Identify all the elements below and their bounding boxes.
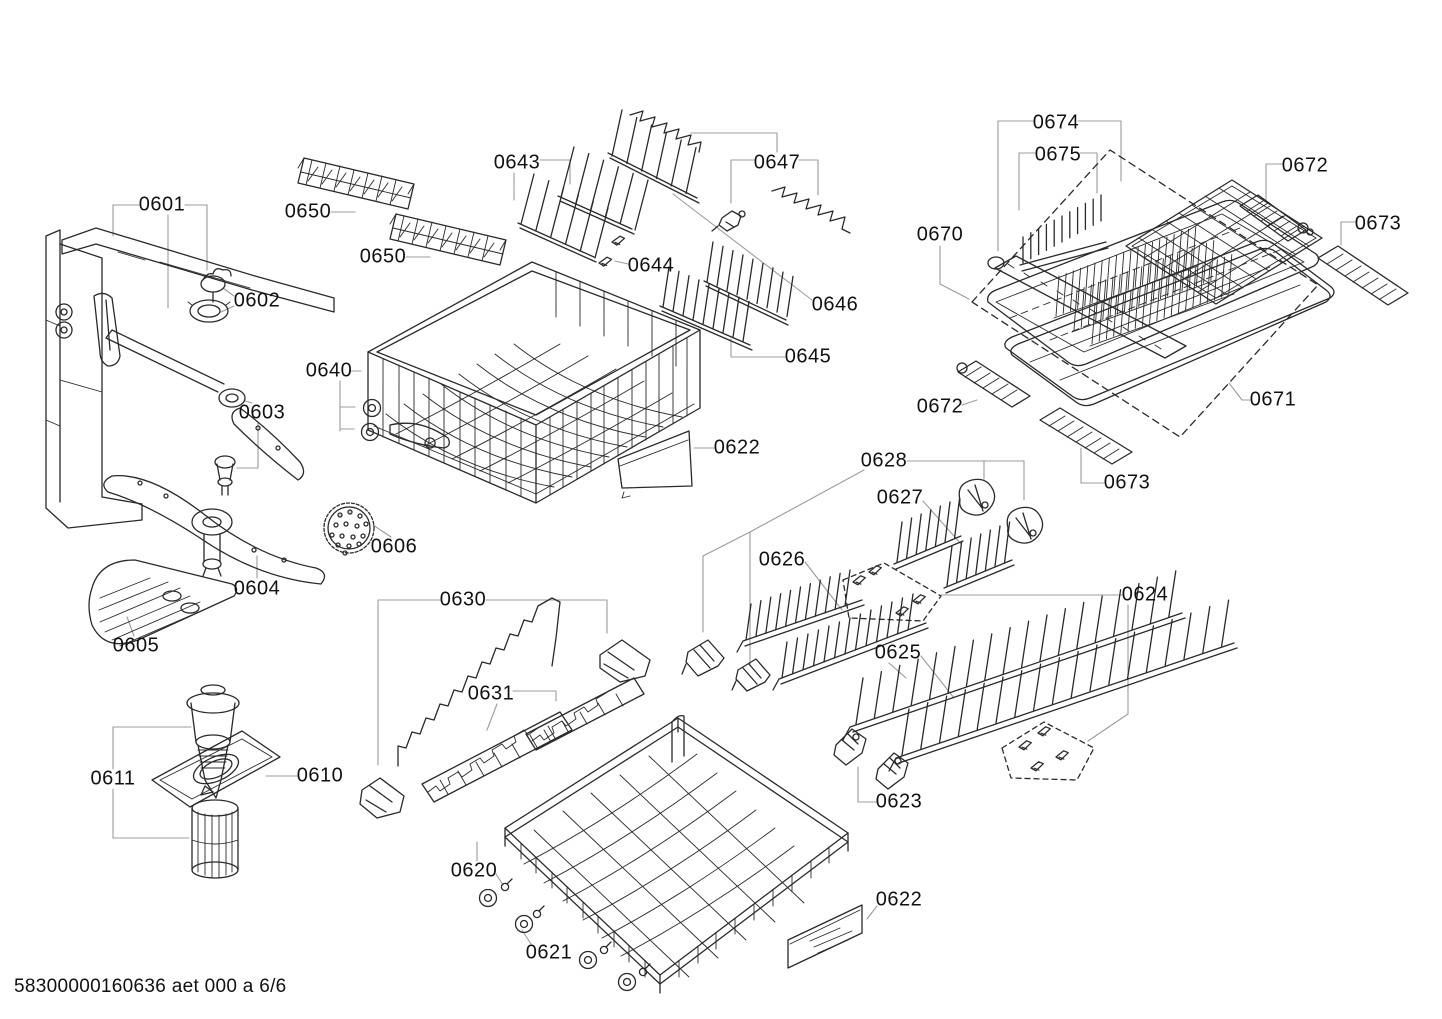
part-label-0670: 0670 [916,223,964,246]
part-0645-tine-rows [659,241,794,351]
part-label-0601: 0601 [138,193,186,216]
part-0622-trim-panel-lower [787,904,863,969]
part-0672-rail-top [1239,194,1314,242]
part-label-0645: 0645 [784,345,832,368]
part-0622-trim-panel-upper [617,430,693,499]
part-label-0626: 0626 [758,548,806,571]
part-0640-upper-basket [360,261,701,504]
part-tray-platform [987,199,1320,367]
part-0628-latch-set [681,478,1044,692]
leader-lines [112,120,1356,945]
part-label-0628: 0628 [860,449,908,472]
part-0671-wire-frame [1004,239,1335,407]
part-0626-tine-rows [736,569,929,691]
part-0650-shelf-a [297,157,415,210]
part-label-0643: 0643 [493,151,541,174]
part-label-0606: 0606 [370,535,418,558]
part-0673-rail-mid [1039,407,1133,465]
part-label-0672-mid: 0672 [916,395,964,418]
part-label-0622-upper: 0622 [713,436,761,459]
part-label-0671: 0671 [1249,388,1297,411]
part-label-0623: 0623 [875,790,923,813]
part-0675-comb-strip [1019,194,1109,272]
part-label-0672-top: 0672 [1281,154,1329,177]
part-label-0647: 0647 [753,151,801,174]
part-label-0610: 0610 [296,764,344,787]
part-label-0620: 0620 [450,859,498,882]
part-0631-rack-strips [421,677,645,803]
part-0670-cutlery-drawer-boundary [971,149,1319,438]
part-label-0673-mid: 0673 [1103,471,1151,494]
part-label-0646: 0646 [811,293,859,316]
part-0604-lower-spray-arm [103,475,326,585]
part-0603-upper-spray-arm [105,329,305,496]
part-label-0630: 0630 [439,588,487,611]
part-0623-latch-set [833,728,909,790]
part-label-0602: 0602 [233,289,281,312]
part-0606-strainer-disc [323,502,375,556]
part-0627-tine-rows [893,497,1015,594]
clip-box-a [842,562,942,622]
part-label-0674: 0674 [1032,111,1080,134]
part-0625-tine-rows [842,570,1238,772]
part-label-0604: 0604 [233,577,281,600]
part-0611-filter-assembly [186,684,240,879]
part-label-0625: 0625 [874,641,922,664]
part-0674-tray-sections [987,179,1323,359]
part-lower-basket [478,714,849,994]
part-label-0675: 0675 [1034,143,1082,166]
part-0630-wire-and-brackets [359,597,651,819]
part-label-0644: 0644 [627,254,675,277]
part-label-0622-lower: 0622 [875,888,923,911]
part-label-0624: 0624 [1121,583,1169,606]
clip-box-b [1001,721,1095,781]
part-label-0640: 0640 [305,359,353,382]
part-0643-tine-rows [517,146,649,263]
part-label-0611: 0611 [90,767,136,790]
part-0602-impeller [187,268,232,323]
part-label-0631: 0631 [467,682,515,705]
part-label-0605: 0605 [112,634,160,657]
part-label-0650-a: 0650 [284,200,332,223]
part-0672-rail-mid [956,360,1031,408]
part-0605-filter-plate [88,559,238,647]
part-label-0621: 0621 [525,941,573,964]
document-number: 58300000160636 aet 000 a 6/6 [14,976,287,997]
part-0601-water-supply-duct [45,227,335,529]
part-0673-rail-top [1317,245,1409,306]
part-0650-shelf-b [389,213,507,266]
part-0646-tine-row [607,109,700,204]
part-label-0650-b: 0650 [359,245,407,268]
part-label-0673-top: 0673 [1354,212,1402,235]
part-label-0627: 0627 [876,486,924,509]
part-label-0603: 0603 [238,401,286,424]
part-0647-wire-set [629,110,851,234]
